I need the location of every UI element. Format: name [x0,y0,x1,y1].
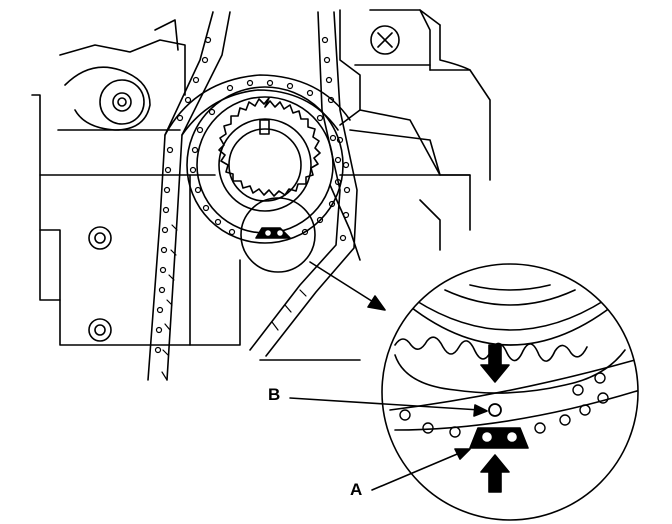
magnify-arrow [309,261,386,311]
magnified-detail [381,263,639,521]
detail-circle-small [240,197,316,273]
timing-belt [147,11,358,381]
callout-label-b: B [268,385,281,404]
engine-block-outline [31,9,491,361]
camshaft-sprocket [186,86,344,244]
callout-label-a: A [350,480,363,499]
callout-b-leader [289,397,488,417]
callout-a-leader [371,448,471,491]
